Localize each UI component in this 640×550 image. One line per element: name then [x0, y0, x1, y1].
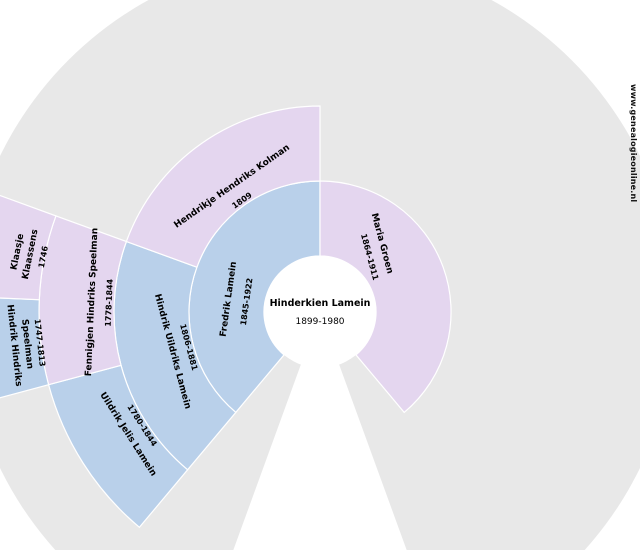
sector-hendrikje-hendriks-kolman[interactable] — [125, 105, 321, 268]
years-fennigjen-hindriks-speelman: 1778-1844 — [104, 278, 115, 327]
watermark-link[interactable]: www.genealogieonline.nl — [629, 84, 638, 202]
sector-klaasje-klaassens[interactable] — [0, 190, 57, 301]
years-klaasje-klaassens: 1746 — [37, 245, 50, 269]
sector-uildrik-jelis-lamein[interactable] — [47, 364, 189, 529]
center-person-name: Hinderkien Lamein — [270, 298, 371, 309]
center-person-years: 1899-1980 — [295, 317, 344, 327]
center-person-circle[interactable] — [264, 256, 376, 368]
sector-hindrik-hindriks-speelman[interactable] — [0, 297, 50, 405]
